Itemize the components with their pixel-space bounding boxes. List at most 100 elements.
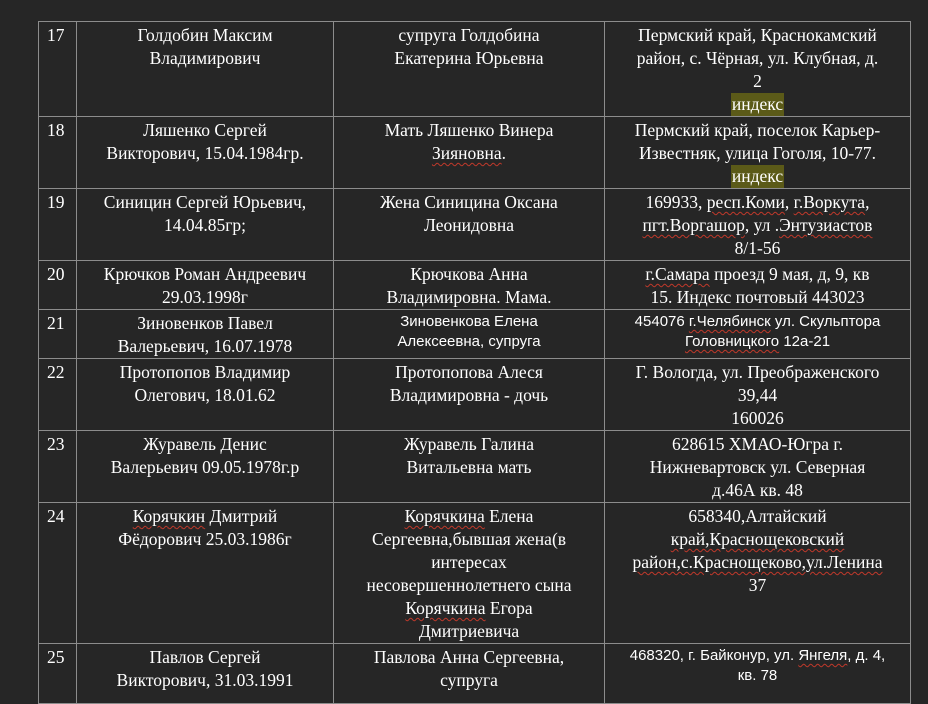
address-line: 160026	[731, 408, 784, 428]
address-line: ул. Скульптора	[770, 313, 881, 330]
person-name-cell: Синицин Сергей Юрьевич, 14.04.85гр;	[76, 188, 334, 261]
address-line: респ.Коми	[706, 192, 785, 212]
table-row: 19 Синицин Сергей Юрьевич, 14.04.85гр; Ж…	[38, 188, 911, 261]
person-name-cell: Корячкин Дмитрий Фёдорович 25.03.1986г	[76, 502, 334, 644]
relative-cell: Корячкина Елена Сергеевна,бывшая жена(в …	[333, 502, 605, 644]
address-line: 468320, г. Байконур, ул.	[629, 647, 799, 664]
relative-line: .	[501, 143, 507, 163]
person-name-line: Зиновенков Павел	[137, 313, 273, 333]
relative-line: несовершеннолетнего сына	[366, 575, 572, 595]
address-line: Энтузиастов	[779, 215, 873, 235]
person-name-line: Павлов Сергей	[149, 647, 261, 667]
relative-line: супруга Голдобина	[398, 25, 540, 45]
address-line: , ул .	[744, 215, 780, 235]
person-name-line: Фёдорович 25.03.1986г	[118, 529, 292, 549]
address-cell: 169933, респ.Коми, г.Воркута, пгт.Воргаш…	[604, 188, 911, 261]
table-row: 18 Ляшенко Сергей Викторович, 15.04.1984…	[38, 116, 911, 189]
relative-line: Владимировна - дочь	[389, 385, 549, 405]
person-name-cell: Голдобин Максим Владимирович	[76, 21, 334, 117]
person-name-line: Крючков Роман Андреевич	[103, 264, 307, 284]
relative-line: Елена	[484, 506, 534, 526]
relative-cell: Крючкова Анна Владимировна. Мама.	[333, 260, 605, 310]
relative-line: Крючкова Анна	[410, 264, 528, 284]
relative-line: Дмитриевича	[418, 621, 520, 641]
relative-line: интересах	[431, 552, 507, 572]
person-name-line: Корячкин	[132, 506, 206, 526]
relative-line: Протопопова Алеся	[395, 362, 543, 382]
address-line: 628615 ХМАО-Югра г.	[672, 434, 843, 454]
person-name-line: Ляшенко Сергей	[143, 120, 267, 140]
person-name-cell: Павлов Сергей Викторович, 31.03.1991	[76, 643, 334, 704]
address-cell: Г. Вологда, ул. Преображенского 39,44 16…	[604, 358, 911, 431]
person-name-cell: Протопопов Владимир Олегович, 18.01.62	[76, 358, 334, 431]
address-cell: 468320, г. Байконур, ул. Янгеля, д. 4, к…	[604, 643, 911, 704]
person-name-cell: Ляшенко Сергей Викторович, 15.04.1984гр.	[76, 116, 334, 189]
person-name-line: Синицин Сергей Юрьевич,	[103, 192, 307, 212]
address-line: г.Челябинск	[688, 313, 771, 330]
address-line: 15. Индекс почтовый 443023	[650, 287, 865, 307]
row-number: 18	[38, 116, 77, 189]
relative-line: Корячкина	[405, 598, 486, 618]
address-line: 2	[753, 71, 762, 91]
relative-line: Владимировна. Мама.	[386, 287, 552, 307]
person-name-cell: Зиновенков Павел Валерьевич, 16.07.1978	[76, 309, 334, 359]
address-cell: 628615 ХМАО-Югра г. Нижневартовск ул. Се…	[604, 430, 911, 503]
address-line: кв. 78	[737, 667, 778, 684]
address-line: Г. Вологда, ул. Преображенского	[635, 362, 880, 382]
row-number: 17	[38, 21, 77, 117]
address-line: 658340,Алтайский	[688, 506, 827, 526]
address-line: Пермский край, Краснокамский	[638, 25, 877, 45]
relative-cell: Журавель Галина Витальевна мать	[333, 430, 605, 503]
address-line: район, с. Чёрная, ул. Клубная, д.	[636, 48, 879, 68]
person-name-line: Владимирович	[149, 48, 261, 68]
table-row: 25 Павлов Сергей Викторович, 31.03.1991 …	[38, 643, 911, 704]
relative-line: Екатерина Юрьевна	[394, 48, 544, 68]
person-name-line: Олегович, 18.01.62	[134, 385, 276, 405]
relative-cell: Зиновенкова Елена Алексеевна, супруга	[333, 309, 605, 359]
address-cell: г.Самара проезд 9 мая, д, 9, кв 15. Инде…	[604, 260, 911, 310]
row-number: 25	[38, 643, 77, 704]
row-number: 20	[38, 260, 77, 310]
row-number: 19	[38, 188, 77, 261]
table-row: 22 Протопопов Владимир Олегович, 18.01.6…	[38, 358, 911, 431]
person-name-line: Валерьевич, 16.07.1978	[117, 336, 293, 356]
table-row: 17 Голдобин Максим Владимирович супруга …	[38, 21, 911, 117]
address-line: г.Воркута	[793, 192, 866, 212]
address-line: район,с.Краснощеково,ул.Ленина	[632, 552, 883, 572]
address-cell: Пермский край, поселок Карьер- Известняк…	[604, 116, 911, 189]
row-number: 22	[38, 358, 77, 431]
address-line: пгт.Воргашор	[642, 215, 745, 235]
relative-cell: Жена Синицина Оксана Леонидовна	[333, 188, 605, 261]
address-line: проезд 9 мая, д, 9, кв	[709, 264, 870, 284]
person-name-line: Викторович, 15.04.1984гр.	[106, 143, 304, 163]
address-line: Головницкого	[684, 333, 780, 350]
relative-line: Витальевна мать	[406, 457, 532, 477]
relative-cell: Мать Ляшенко Винера Зияновна.	[333, 116, 605, 189]
address-cell: 454076 г.Челябинск ул. Скульптора Головн…	[604, 309, 911, 359]
person-name-line: Дмитрий	[205, 506, 278, 526]
address-line: г.Самара	[645, 264, 710, 284]
table-row: 20 Крючков Роман Андреевич 29.03.1998г К…	[38, 260, 911, 310]
address-line: Пермский край, поселок Карьер-	[634, 120, 881, 140]
relative-line: Журавель Галина	[404, 434, 534, 454]
address-line: ,	[865, 192, 870, 212]
table-row: 21 Зиновенков Павел Валерьевич, 16.07.19…	[38, 309, 911, 359]
table-row: 23 Журавель Денис Валерьевич 09.05.1978г…	[38, 430, 911, 503]
address-line: , д. 4,	[847, 647, 886, 664]
address-line: 454076	[634, 313, 689, 330]
person-name-line: 29.03.1998г	[162, 287, 248, 307]
person-name-line: Протопопов Владимир	[119, 362, 291, 382]
table-row: 24 Корячкин Дмитрий Фёдорович 25.03.1986…	[38, 502, 911, 644]
relative-line: Сергеевна,бывшая жена(в	[371, 529, 567, 549]
person-name-line: Валерьевич 09.05.1978г.р	[110, 457, 300, 477]
relative-line: Леонидовна	[423, 215, 515, 235]
person-name-line: Голдобин Максим	[137, 25, 273, 45]
address-line: 169933,	[645, 192, 707, 212]
person-name-line: Журавель Денис	[143, 434, 267, 454]
person-name-cell: Журавель Денис Валерьевич 09.05.1978г.р	[76, 430, 334, 503]
relative-line: Корячкина	[404, 506, 485, 526]
person-name-line: 14.04.85гр;	[163, 215, 247, 235]
highlighted-text: индекс	[730, 93, 785, 116]
relative-line: Зиновенкова Елена	[400, 313, 538, 330]
relative-cell: Павлова Анна Сергеевна, супруга	[333, 643, 605, 704]
